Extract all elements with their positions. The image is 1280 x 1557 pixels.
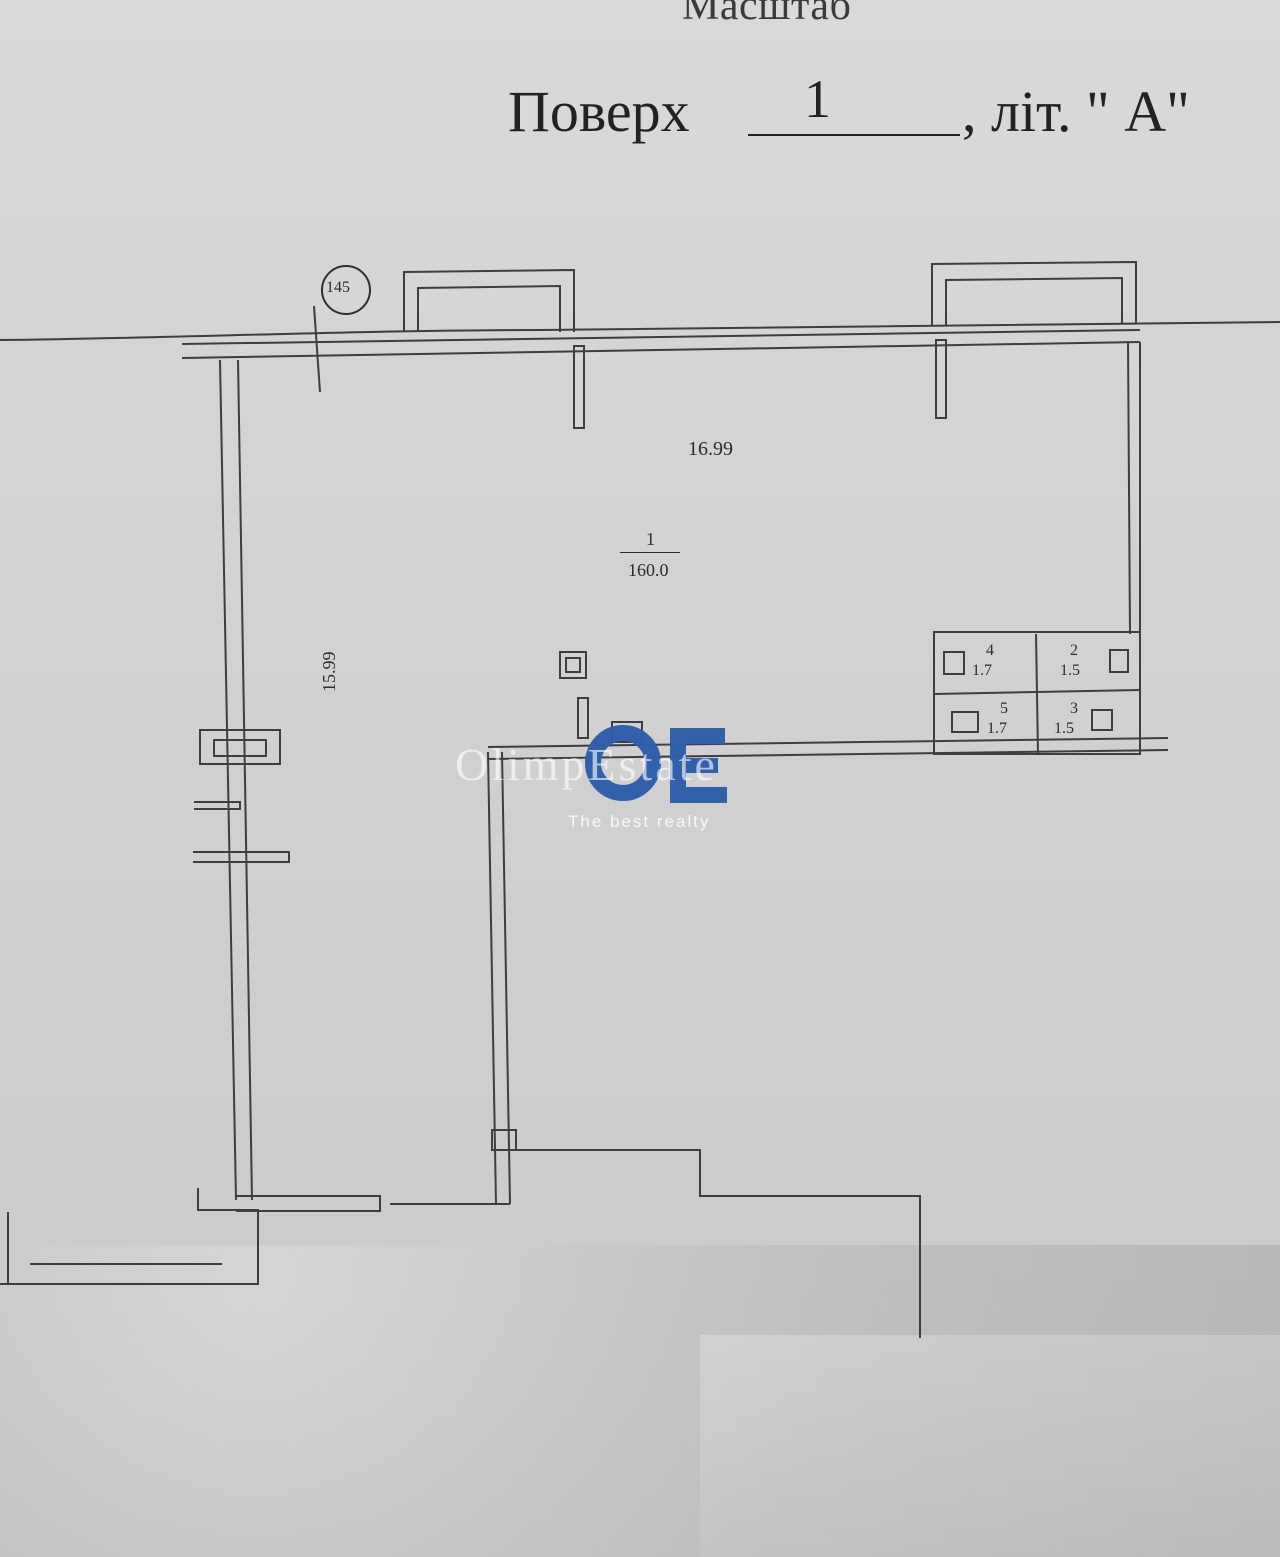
top-inner-wall bbox=[181, 341, 1141, 359]
top-bay-right-inner bbox=[945, 276, 1123, 326]
top-pier-right bbox=[935, 339, 947, 419]
left-wall-opening-2 bbox=[213, 739, 267, 757]
brand-tagline: The best realty bbox=[568, 812, 711, 831]
room-3-area: 1.5 bbox=[1054, 720, 1074, 737]
top-bay-left-inner bbox=[417, 284, 561, 332]
bathroom-divider-v bbox=[1035, 633, 1039, 755]
left-wall-step-2 bbox=[193, 851, 290, 863]
left-wall-opening-1 bbox=[199, 729, 281, 765]
room-5-number: 5 bbox=[1000, 700, 1008, 717]
center-wall-outer bbox=[487, 751, 497, 1205]
top-facade-line bbox=[0, 321, 1280, 341]
plan-lines bbox=[0, 260, 1280, 1338]
toilet-5 bbox=[951, 711, 979, 733]
room-4-area: 1.7 bbox=[972, 662, 992, 679]
toilet-4 bbox=[943, 651, 965, 675]
room-4-number: 4 bbox=[986, 642, 994, 659]
center-wall-cap bbox=[491, 1129, 517, 1151]
bottom-left-outside bbox=[0, 1188, 259, 1285]
toilet-3 bbox=[1091, 709, 1113, 731]
main-room-fraction-line bbox=[620, 552, 680, 553]
main-room-area: 160.0 bbox=[628, 560, 669, 580]
right-wall-outer bbox=[1127, 341, 1131, 635]
left-wall-step-1 bbox=[194, 801, 241, 810]
floor-label: Поверх bbox=[508, 79, 690, 144]
center-fixture-box bbox=[559, 651, 587, 679]
top-bay-right bbox=[931, 260, 1137, 326]
side-dimension-label: 15.99 bbox=[319, 651, 339, 693]
brand-logo-icon bbox=[585, 725, 727, 803]
top-dimension-label: 16.99 bbox=[688, 438, 733, 460]
circle-marker-label: 145 bbox=[326, 279, 350, 296]
top-pier-left bbox=[573, 345, 585, 429]
center-fixture-bar bbox=[577, 697, 589, 739]
top-bay-left bbox=[403, 268, 575, 332]
bathroom-divider-h bbox=[933, 689, 1141, 695]
room-2-area: 1.5 bbox=[1060, 662, 1080, 679]
bottom-left-wall bbox=[236, 1195, 381, 1212]
room-3-number: 3 bbox=[1070, 700, 1078, 717]
floor-suffix: , літ. " А" bbox=[962, 79, 1190, 144]
left-inner-wall bbox=[237, 359, 253, 1201]
floor-underline bbox=[748, 134, 960, 136]
center-fixture-inner bbox=[565, 657, 581, 673]
floor-number: 1 bbox=[804, 69, 831, 129]
toilet-2 bbox=[1109, 649, 1129, 673]
header-partial-text: Масштаб bbox=[682, 0, 852, 29]
marker-line bbox=[313, 305, 321, 393]
brand-name: OlimpEstate bbox=[455, 739, 718, 790]
circle-marker-shape bbox=[321, 265, 371, 315]
room-5-area: 1.7 bbox=[987, 720, 1007, 737]
brand-watermark: OlimpEstate The best realty bbox=[455, 720, 875, 840]
top-window-band bbox=[181, 329, 1141, 345]
main-room-number: 1 bbox=[646, 529, 655, 549]
left-outer-wall bbox=[219, 359, 237, 1201]
room-2-number: 2 bbox=[1070, 642, 1078, 659]
lower-boundary bbox=[516, 1149, 921, 1338]
center-wall-inner bbox=[501, 751, 511, 1205]
